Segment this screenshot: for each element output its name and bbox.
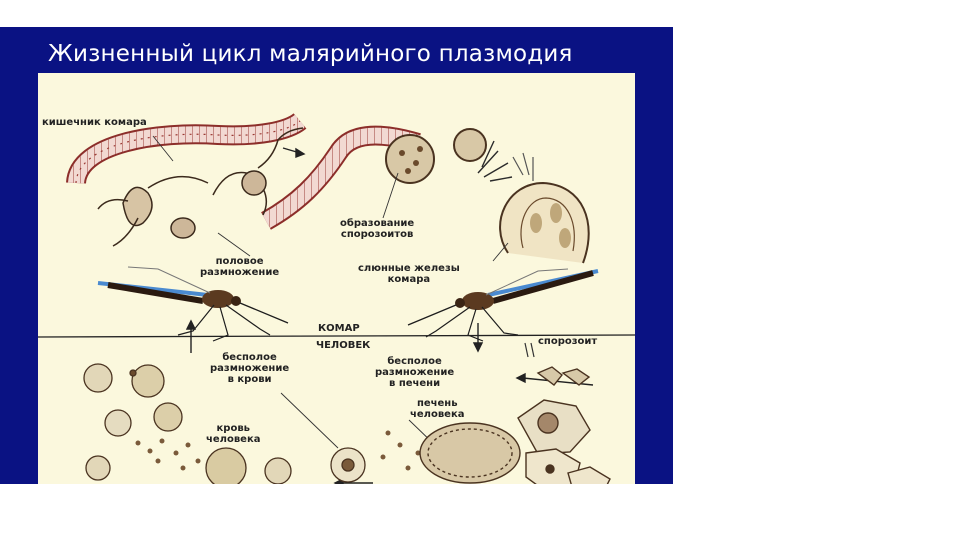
- oocyst: [385, 128, 534, 184]
- label-asexual-liver: бесполое размножение в печени: [375, 356, 455, 389]
- salivary-gland: [499, 181, 590, 264]
- mosquito-gut-right: [261, 125, 421, 230]
- slide-title: Жизненный цикл малярийного плазмодия: [48, 41, 573, 67]
- label-sporozoite: спорозоит: [538, 336, 598, 347]
- divider-line: [38, 334, 635, 338]
- label-mosquito-gut: кишечник комара: [42, 117, 147, 128]
- sporozoite-icon: [524, 342, 535, 358]
- label-asexual-blood: бесполое размножение в крови: [210, 352, 290, 385]
- label-mosquito: КОМАР: [318, 323, 360, 334]
- label-human-liver: печень человека: [410, 398, 465, 420]
- label-sexual-reproduction: половое размножение: [200, 256, 280, 278]
- mosquito-gut-left: [66, 112, 307, 185]
- label-sporozoite-formation: образование спорозоитов: [340, 218, 415, 240]
- slide: Жизненный цикл малярийного плазмодия: [0, 27, 673, 484]
- mosquito-icon-right: [407, 268, 599, 342]
- label-human: ЧЕЛОВЕК: [316, 340, 371, 351]
- life-cycle-diagram: [38, 112, 635, 484]
- mosquito-icon-left: [97, 266, 289, 342]
- gametes: [97, 127, 304, 247]
- merozoites: [135, 430, 421, 471]
- label-human-blood: кровь человека: [206, 423, 261, 445]
- label-salivary-glands: слюнные железы комара: [358, 263, 460, 285]
- liver-cells: [419, 366, 611, 484]
- blood-cells: [83, 363, 366, 484]
- diagram-panel: кишечник комара половое размножение обра…: [38, 73, 635, 484]
